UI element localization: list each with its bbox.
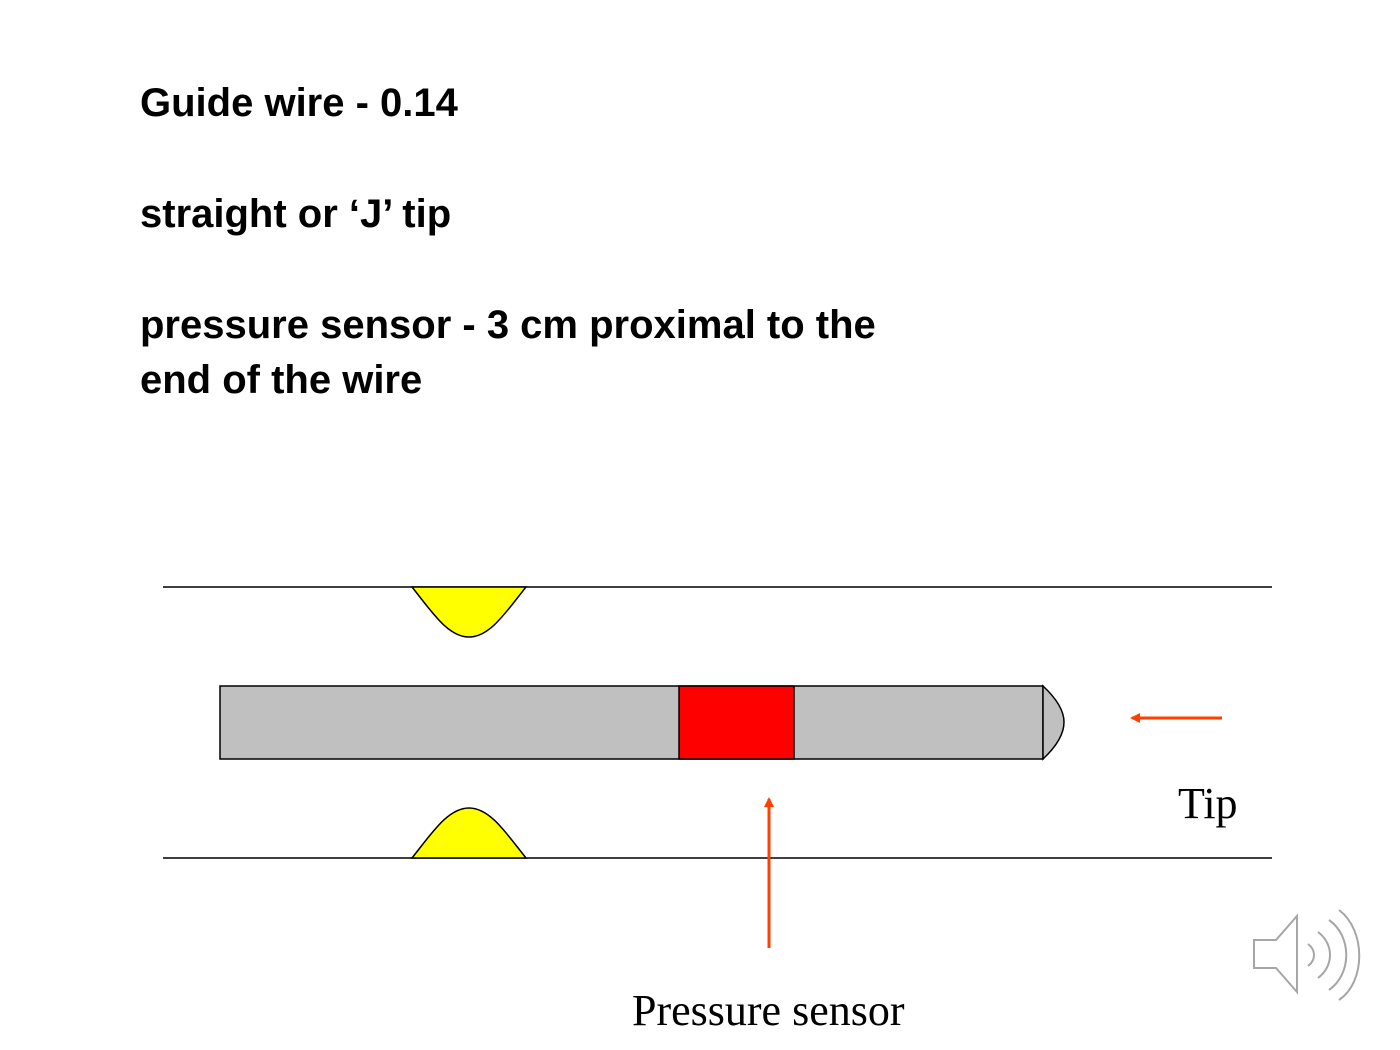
wire-tip — [1042, 684, 1065, 761]
plaque-bottom — [410, 807, 528, 859]
slide-text: Guide wire - 0.14 straight or ‘J’ tip pr… — [140, 76, 1140, 408]
pressure-sensor-label: Pressure sensor — [632, 986, 905, 1035]
line-tip-type: straight or ‘J’ tip — [140, 192, 452, 236]
plaque-top — [410, 586, 528, 638]
tip-label: Tip — [1178, 779, 1238, 828]
line-sensor-position-2: end of the wire — [140, 358, 423, 402]
line-guide-wire: Guide wire - 0.14 — [140, 81, 458, 125]
pressure-sensor-element — [678, 685, 795, 760]
wire-body — [219, 685, 1044, 760]
speaker-icon[interactable] — [1253, 909, 1361, 1001]
line-sensor-position-1: pressure sensor - 3 cm proximal to the — [140, 303, 876, 347]
